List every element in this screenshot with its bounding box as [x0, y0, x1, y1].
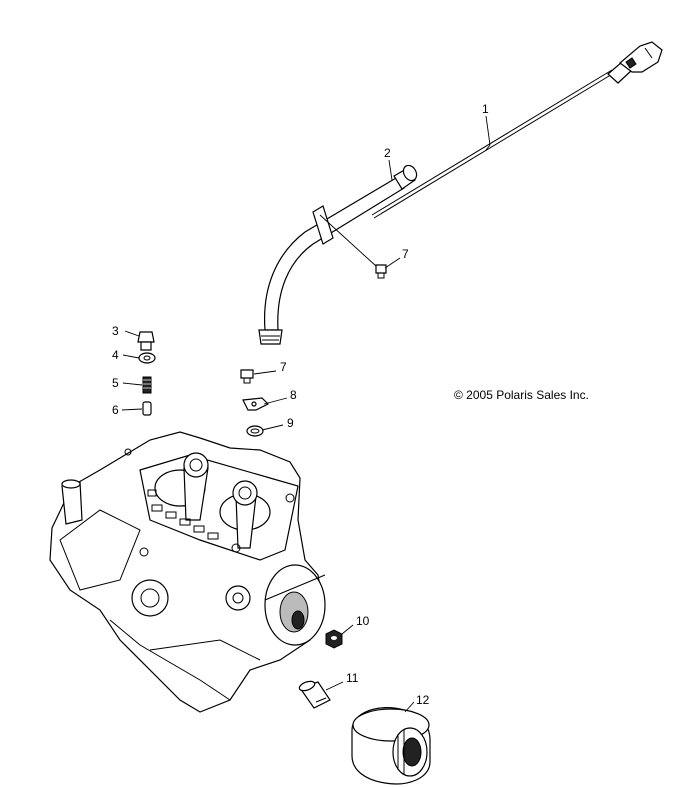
oring-part-9 [246, 425, 264, 437]
dipstick-tube-part [258, 164, 418, 345]
callout-3: 3 [112, 324, 119, 338]
bracket-part-8 [242, 397, 270, 411]
callout-7-lower: 7 [280, 360, 287, 374]
leader-lines [121, 115, 491, 713]
callout-9: 9 [287, 416, 294, 430]
oil-filter-part-12 [351, 707, 431, 785]
callout-6: 6 [112, 403, 119, 417]
callout-7-upper: 7 [402, 247, 409, 261]
bolt-lower-part [240, 369, 254, 384]
bolt-upper-part [375, 264, 387, 279]
fitting-part-11 [298, 680, 331, 709]
callout-11: 11 [346, 671, 359, 685]
callout-4: 4 [112, 348, 119, 362]
washer-part-4 [138, 352, 156, 364]
nut-part-10 [325, 629, 343, 649]
spring-part-5 [142, 376, 152, 394]
copyright-notice: © 2005 Polaris Sales Inc. [454, 388, 589, 402]
callout-8: 8 [290, 388, 297, 402]
callout-12: 12 [416, 693, 430, 707]
callout-1: 1 [482, 102, 489, 116]
callout-5: 5 [112, 376, 119, 390]
bolt-part-3 [137, 331, 155, 351]
callout-2: 2 [384, 146, 391, 160]
dipstick-part [371, 41, 663, 219]
crankcase-part [49, 431, 326, 713]
pin-part-6 [142, 401, 152, 416]
callout-labels: 1 2 7 3 4 5 6 7 8 9 10 11 12 [112, 102, 489, 707]
callout-10: 10 [356, 614, 370, 628]
